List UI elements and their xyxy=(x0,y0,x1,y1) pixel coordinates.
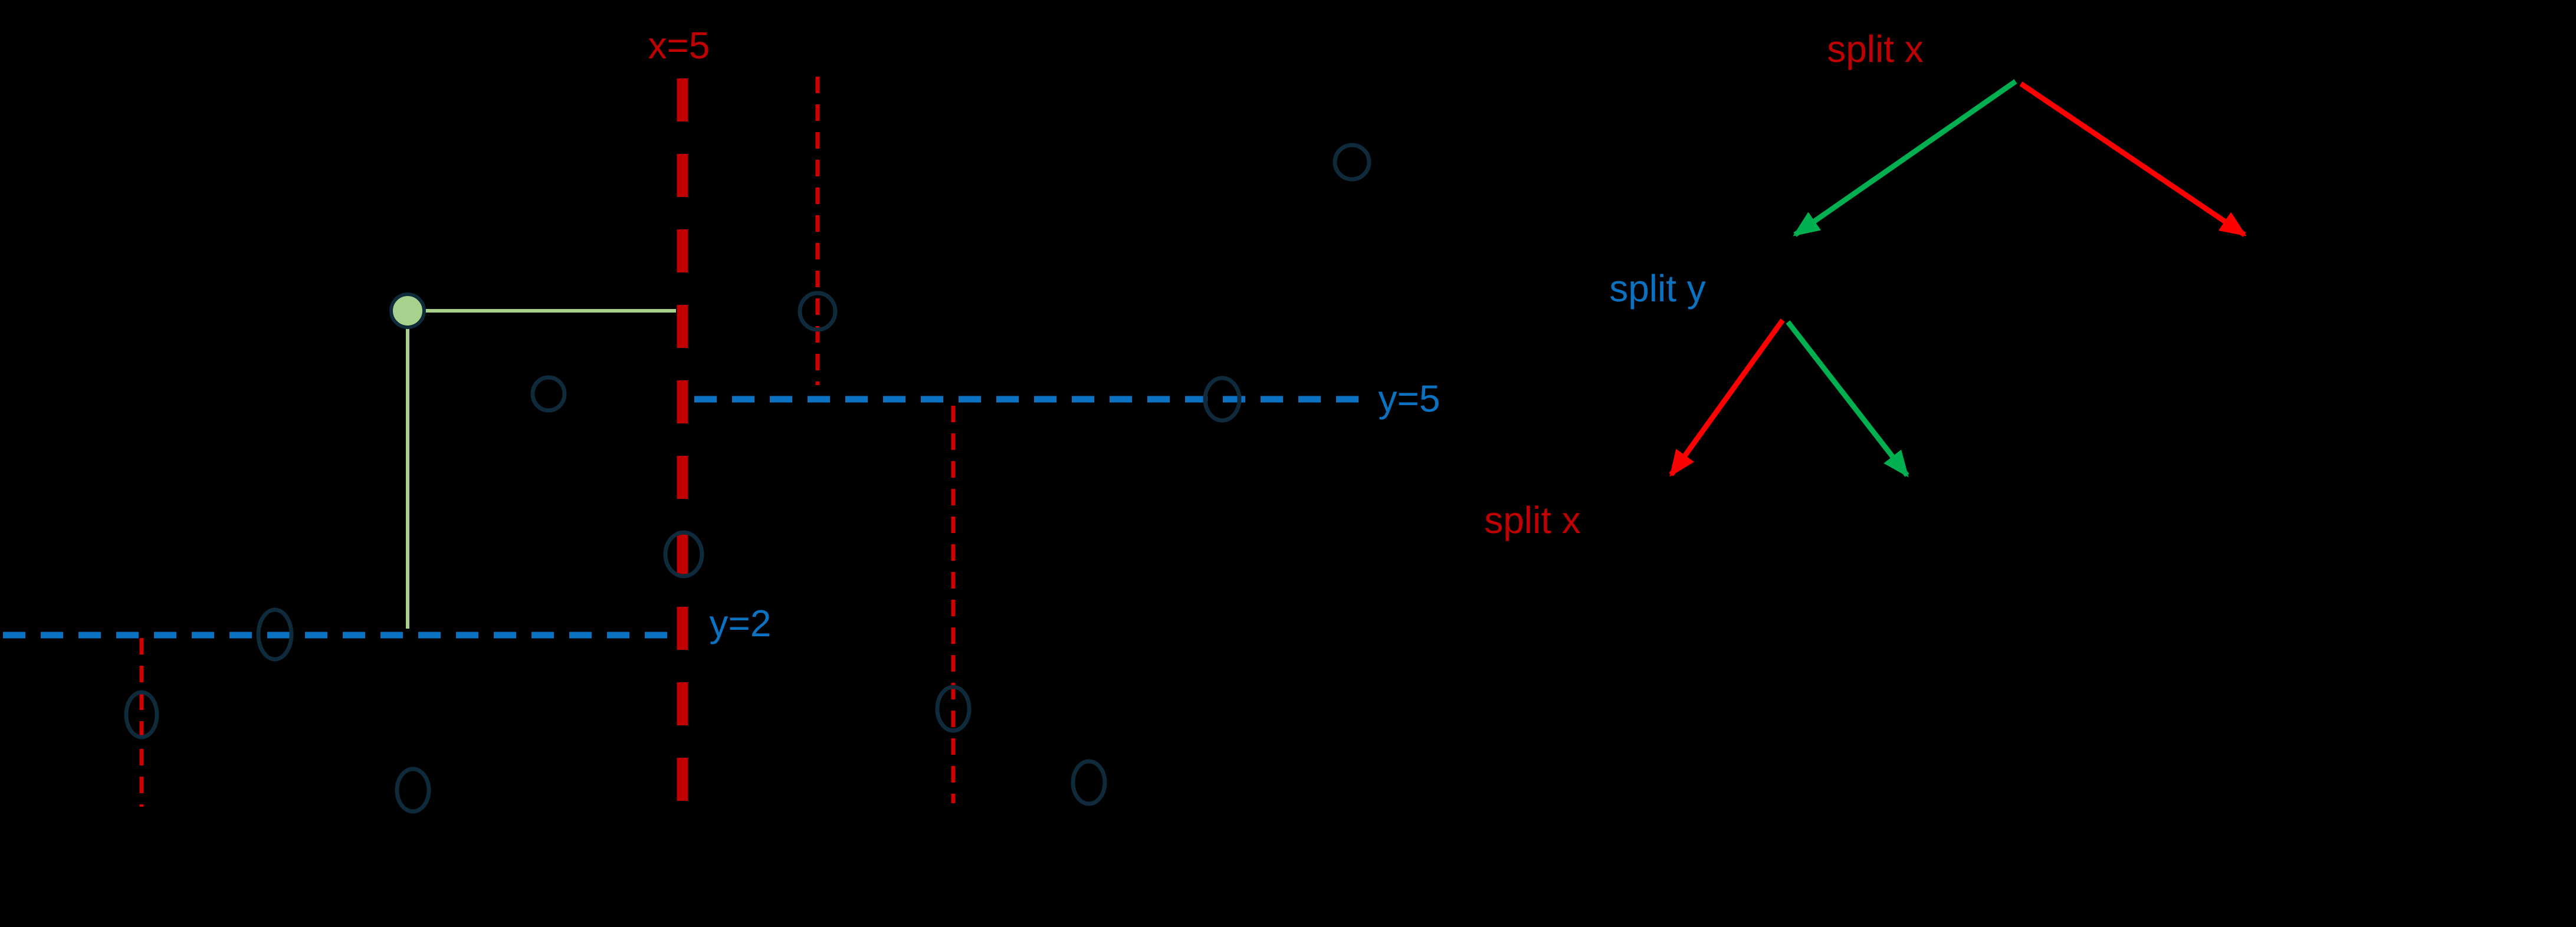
tree-node-root-label: split x xyxy=(1827,28,1924,70)
edge-splity-left xyxy=(1669,318,1785,477)
label-y-split-upper: y=5 xyxy=(1378,377,1440,420)
data-point xyxy=(663,530,704,578)
data-point xyxy=(530,375,567,413)
data-point xyxy=(798,291,838,332)
data-point xyxy=(395,767,431,814)
edge-root-left xyxy=(1793,79,2017,237)
data-point xyxy=(1333,143,1371,182)
data-point xyxy=(1071,759,1107,806)
tree-node-split-x2-label: split x xyxy=(1484,499,1581,541)
label-y-split-lower: y=2 xyxy=(709,602,772,645)
edge-splity-right xyxy=(1786,320,1909,478)
query-point xyxy=(389,292,426,329)
edge-root-right xyxy=(2019,81,2247,237)
data-point xyxy=(935,685,972,733)
label-x-split: x=5 xyxy=(648,24,710,67)
data-point xyxy=(1203,376,1242,423)
data-point xyxy=(124,690,159,739)
data-point xyxy=(256,607,294,662)
tree-node-split-y-label: split y xyxy=(1609,267,1706,310)
